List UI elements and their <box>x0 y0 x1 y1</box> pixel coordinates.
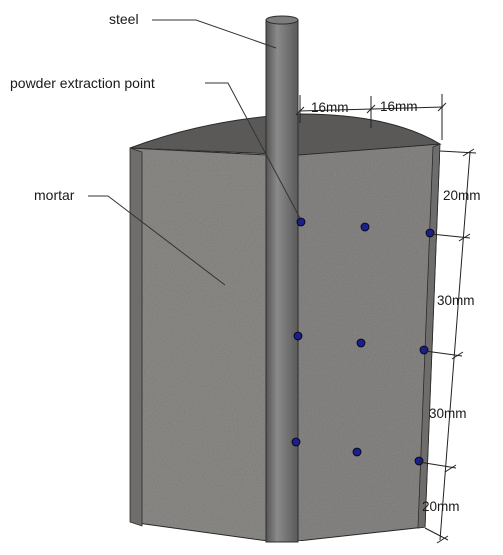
mortar-right-side <box>417 143 441 529</box>
mortar-right-face <box>297 143 441 542</box>
dimension-label-side-4: 20mm <box>422 499 460 514</box>
steel-leader <box>152 19 277 49</box>
extraction-points <box>291 217 435 466</box>
powder-extraction-point-label: powder extraction point <box>10 75 155 91</box>
steel-bar <box>265 19 299 543</box>
extraction-point <box>356 338 366 348</box>
dimension-label-side-2: 30mm <box>437 293 475 308</box>
side-dimension-lines <box>418 148 477 544</box>
dimension-label-top-right: 16mm <box>380 99 418 114</box>
extraction-point <box>296 217 306 227</box>
extraction-point <box>419 345 429 355</box>
dimension-label-top-left: 16mm <box>311 100 349 115</box>
dimension-label-side-1: 20mm <box>443 188 481 203</box>
steel-bar-top <box>265 15 299 25</box>
extraction-point <box>352 447 362 457</box>
mortar-left-side <box>129 147 143 527</box>
powder-point-leader <box>205 82 301 219</box>
mortar-left-face <box>129 147 269 542</box>
steel-label: steel <box>109 11 139 27</box>
extraction-point <box>360 222 370 232</box>
extraction-point <box>293 331 303 341</box>
extraction-point <box>291 437 301 447</box>
top-dimension-lines <box>295 94 447 140</box>
mortar-leader <box>88 195 226 286</box>
dimension-label-side-3: 30mm <box>429 406 467 421</box>
mortar-label: mortar <box>34 187 75 203</box>
leader-lines <box>88 19 301 286</box>
extraction-point <box>425 228 435 238</box>
extraction-point <box>414 456 424 466</box>
